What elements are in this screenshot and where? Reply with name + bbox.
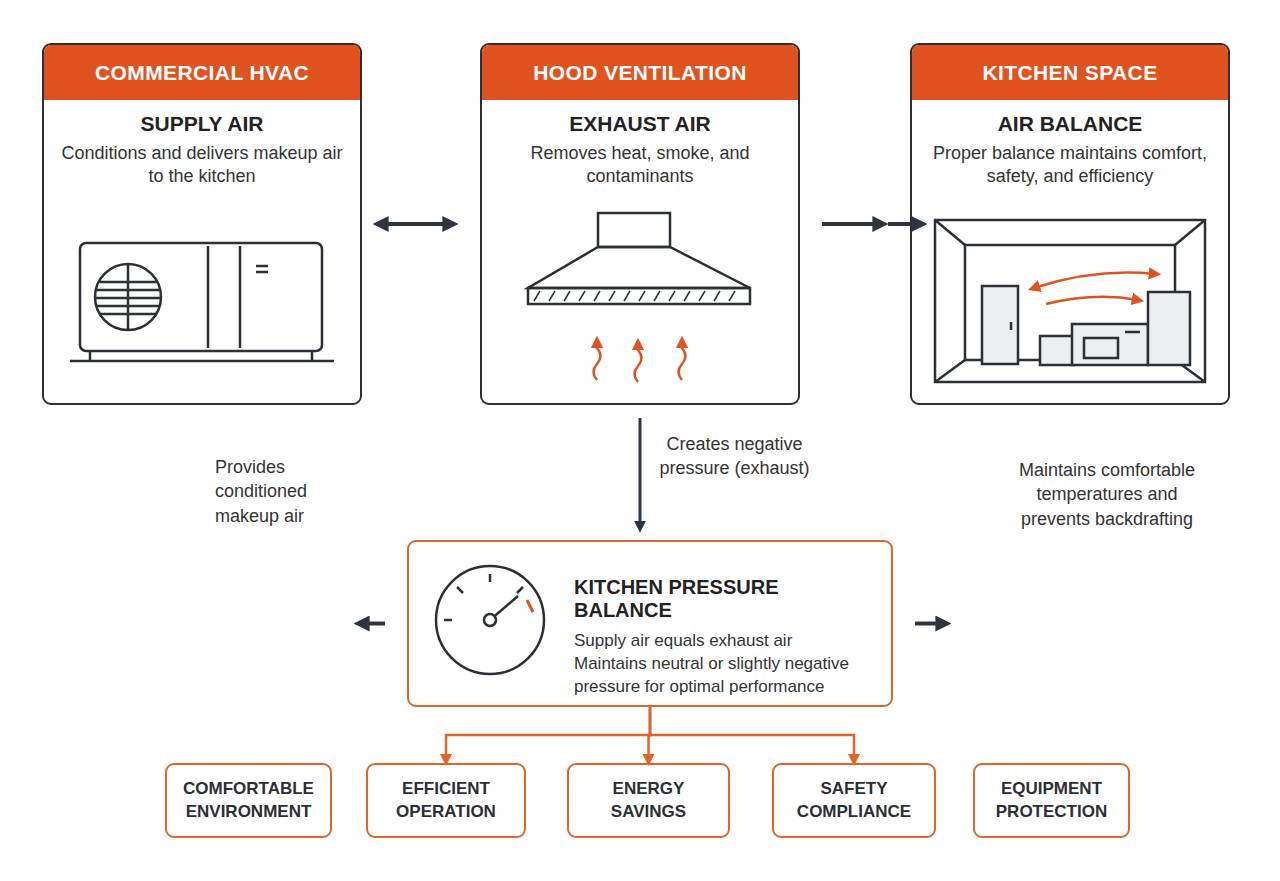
outcome-box: EFFICIENT OPERATION <box>366 763 526 838</box>
outcome-box: EQUIPMENT PROTECTION <box>973 763 1130 838</box>
edge-label: Provides conditioned makeup air <box>215 455 345 528</box>
box-text: Supply air equals exhaust air <box>574 630 875 653</box>
card-title: SUPPLY AIR <box>44 112 360 136</box>
section-card: KITCHEN SPACE AIR BALANCE Proper balance m… <box>910 43 1230 405</box>
outcome-label: SAFETY COMPLIANCE <box>782 778 926 822</box>
connector <box>822 222 882 226</box>
card-text: Conditions and delivers makeup air to th… <box>58 142 346 189</box>
connector <box>360 622 385 626</box>
card-header: HOOD VENTILATION <box>482 45 798 100</box>
ac-unit-icon <box>70 243 334 361</box>
section-card: COMMERCIAL HVAC SUPPLY AIR Conditions and … <box>42 43 362 405</box>
connector <box>379 222 384 226</box>
connector <box>915 622 945 626</box>
outcome-box: SAFETY COMPLIANCE <box>772 763 936 838</box>
pressure-gauge-icon <box>436 566 544 674</box>
card-title: EXHAUST AIR <box>482 112 798 136</box>
edge-label: Creates negative pressure (exhaust) <box>652 432 817 481</box>
balance-box: KITCHEN PRESSURE BALANCE Supply air equal… <box>407 540 893 707</box>
outcome-box: COMFORTABLE ENVIRONMENT <box>165 763 332 838</box>
card-text: Removes heat, smoke, and contaminants <box>496 142 784 189</box>
connector <box>446 707 650 761</box>
connector <box>384 222 452 226</box>
heat-arrows <box>594 342 686 382</box>
edge-label: Maintains comfortable temperatures and p… <box>1000 458 1214 531</box>
card-text: Proper balance maintains comfort, safety… <box>926 142 1214 189</box>
outcome-label: ENERGY SAVINGS <box>577 778 720 822</box>
outcome-label: COMFORTABLE ENVIRONMENT <box>175 778 322 822</box>
connector <box>888 222 921 226</box>
box-text: Maintains neutral or slightly negative p… <box>574 653 875 699</box>
outcome-label: EQUIPMENT PROTECTION <box>983 778 1120 822</box>
hood-icon <box>528 213 750 304</box>
outcome-label: EFFICIENT OPERATION <box>376 778 516 822</box>
outcome-box: ENERGY SAVINGS <box>567 763 730 838</box>
card-title: AIR BALANCE <box>912 112 1228 136</box>
card-header: COMMERCIAL HVAC <box>44 45 360 100</box>
box-title: KITCHEN PRESSURE BALANCE <box>574 576 875 622</box>
section-card: HOOD VENTILATION EXHAUST AIR Removes heat,… <box>480 43 800 405</box>
connector <box>650 707 854 761</box>
connector <box>639 418 642 528</box>
airflow-arrows <box>1034 273 1155 304</box>
kitchen-room-icon <box>935 220 1205 382</box>
card-header: KITCHEN SPACE <box>912 45 1228 100</box>
